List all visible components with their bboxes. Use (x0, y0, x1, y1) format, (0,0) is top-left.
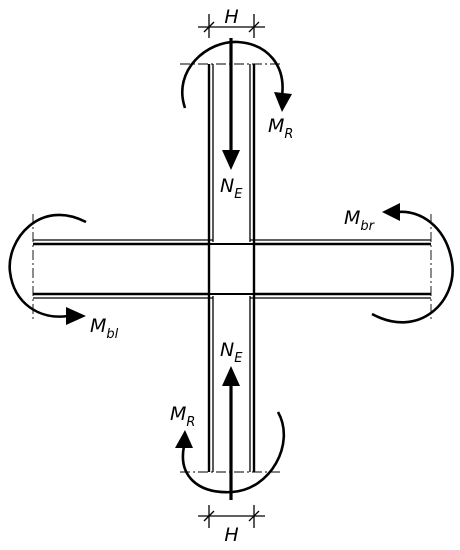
moment-right-arrow (371, 203, 454, 324)
width-label-bottom: H (224, 524, 238, 546)
section-cut-lines (32, 63, 432, 473)
moment-top-label: MR (268, 115, 293, 142)
width-dimension-bottom (198, 505, 265, 528)
width-label-top: H (224, 6, 238, 28)
moment-left-arrow (8, 213, 87, 325)
axial-force-top-arrow (222, 38, 240, 170)
moment-right-label: Mbr (344, 207, 376, 234)
width-dimension-top (198, 14, 265, 38)
beam (33, 239, 431, 299)
axial-force-bottom-arrow (222, 366, 240, 500)
moment-left-label: Mbl (90, 315, 119, 342)
moment-bottom-arrow (175, 411, 286, 494)
moment-top-arrow (181, 40, 292, 112)
axial-force-top-label: NE (220, 175, 243, 202)
axial-force-bottom-label: NE (220, 339, 243, 366)
joint-core (208, 243, 255, 295)
moment-bottom-label: MR (170, 403, 195, 430)
